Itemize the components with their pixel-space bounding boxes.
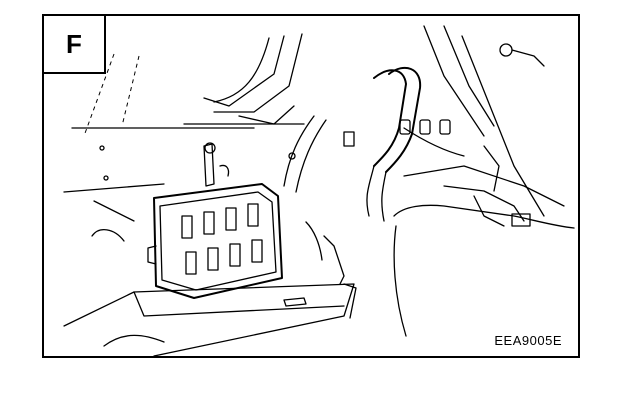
fasteners	[288, 43, 545, 160]
reference-code: EEA9005E	[494, 333, 562, 348]
panel-label: F	[44, 16, 106, 74]
mechanical-drawing	[63, 25, 575, 356]
body-panel	[63, 53, 305, 242]
hose-assembly	[283, 66, 465, 222]
right-bracket	[393, 145, 575, 337]
control-module	[147, 142, 283, 299]
figure-frame: F EEA9005E	[42, 14, 580, 358]
mounting-plate	[63, 221, 357, 356]
pillar-structure	[203, 25, 545, 217]
